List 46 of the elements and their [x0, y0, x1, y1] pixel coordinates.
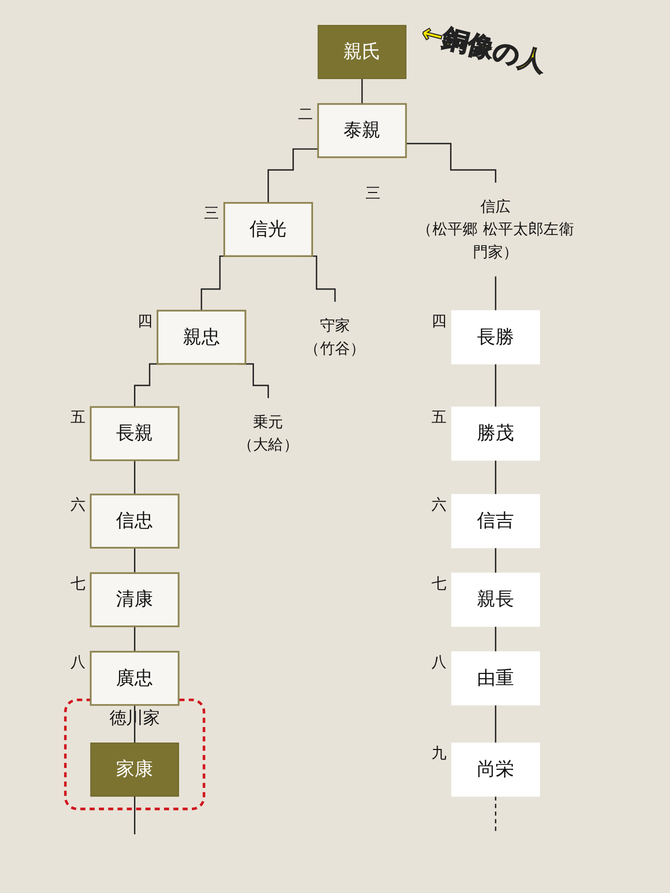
node-box: 長親 — [89, 406, 180, 462]
node-box: 信吉 — [450, 494, 540, 548]
node-box: 親氏 — [317, 24, 406, 80]
connector — [494, 363, 496, 408]
connector — [494, 626, 496, 652]
generation-number: 三 — [204, 204, 219, 222]
node-box: 長勝 — [450, 310, 540, 364]
generation-number: 八 — [431, 652, 446, 671]
node-box: 由重 — [450, 651, 540, 706]
generation-number: 九 — [431, 744, 446, 762]
generation-number: 六 — [431, 496, 446, 514]
connector — [134, 547, 135, 574]
connector — [267, 148, 318, 204]
node-box: 泰親 — [316, 103, 406, 158]
node-box: 家康 — [90, 742, 179, 797]
node-text: 守家 （竹谷） — [304, 316, 366, 358]
node-box: 清康 — [89, 572, 180, 628]
node-box: 勝茂 — [450, 406, 540, 461]
connector — [134, 796, 135, 835]
node-box: 親忠 — [156, 310, 246, 365]
node-text: 乗元 （大給） — [237, 413, 298, 454]
generation-number: 三 — [365, 184, 380, 202]
connector — [360, 78, 362, 105]
node-box: 尚栄 — [450, 742, 540, 797]
generation-number: 四 — [431, 312, 446, 330]
connector — [494, 547, 496, 574]
generation-number: 六 — [70, 496, 86, 514]
node-box: 信光 — [223, 202, 313, 257]
connector — [494, 704, 496, 744]
node-box: 信忠 — [89, 494, 180, 549]
connector — [494, 460, 496, 496]
generation-number: 五 — [70, 408, 86, 426]
generation-number: 二 — [298, 105, 313, 124]
generation-number: 八 — [70, 652, 86, 671]
connector — [134, 460, 135, 496]
generation-number: 七 — [431, 574, 446, 592]
node-text: 信広 （松平郷 松平太郎左衛門家） — [416, 198, 574, 262]
connector — [406, 142, 496, 184]
node-box: 廣忠 — [89, 650, 180, 706]
generation-number: 四 — [137, 312, 152, 330]
connector — [494, 276, 496, 312]
node-box: 親長 — [450, 572, 540, 627]
connector — [134, 626, 135, 652]
generation-number: 五 — [431, 408, 446, 426]
annotation-text: ←銅像の人 — [418, 17, 550, 80]
generation-number: 七 — [70, 574, 86, 592]
